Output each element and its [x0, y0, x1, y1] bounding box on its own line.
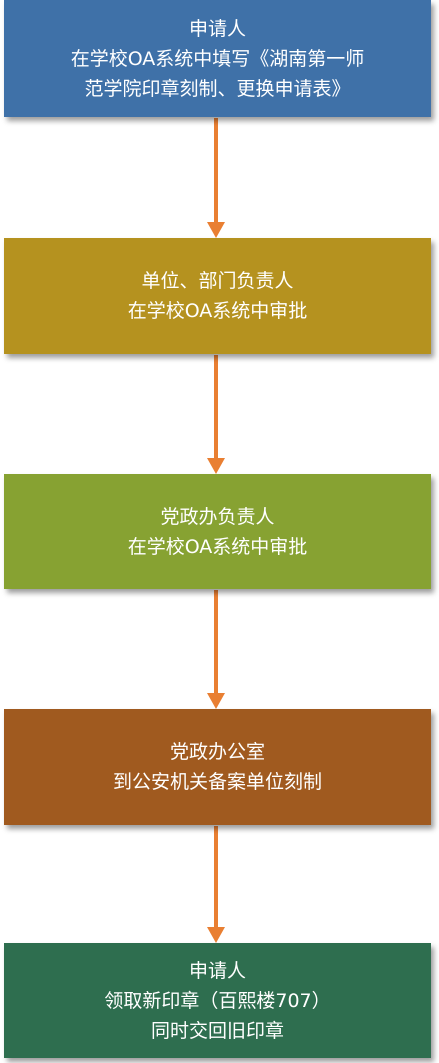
step-1-line-3: 范学院印章刻制、更换申请表》 [84, 77, 351, 100]
step-5-box: 申请人 领取新印章（百熙楼707） 同时交回旧印章 [4, 943, 431, 1058]
step-3-line-2: 在学校OA系统中审批 [127, 535, 308, 558]
step-4-box: 党政办公室 到公安机关备案单位刻制 [4, 709, 431, 825]
step-1-box: 申请人 在学校OA系统中填写《湖南第一师 范学院印章刻制、更换申请表》 [4, 0, 431, 117]
step-1-line-2: 在学校OA系统中填写《湖南第一师 [70, 47, 365, 70]
step-5-line-3: 同时交回旧印章 [150, 1019, 284, 1042]
step-2-line-1: 单位、部门负责人 [141, 270, 294, 292]
step-2-line-2: 在学校OA系统中审批 [127, 300, 308, 322]
arrow-3 [207, 590, 225, 709]
step-1-line-1: 申请人 [188, 17, 246, 40]
step-5-line-2: 领取新印章（百熙楼707） [104, 989, 331, 1012]
step-3-box: 党政办负责人 在学校OA系统中审批 [4, 474, 431, 589]
step-2-box: 单位、部门负责人 在学校OA系统中审批 [4, 238, 431, 354]
arrow-2 [207, 355, 225, 474]
step-3-line-1: 党政办负责人 [160, 505, 275, 528]
step-4-line-1: 党政办公室 [169, 741, 265, 763]
arrow-4 [207, 826, 225, 943]
step-4-line-2: 到公安机关备案单位刻制 [112, 771, 322, 793]
arrow-1 [207, 118, 225, 238]
step-5-line-1: 申请人 [188, 959, 246, 982]
